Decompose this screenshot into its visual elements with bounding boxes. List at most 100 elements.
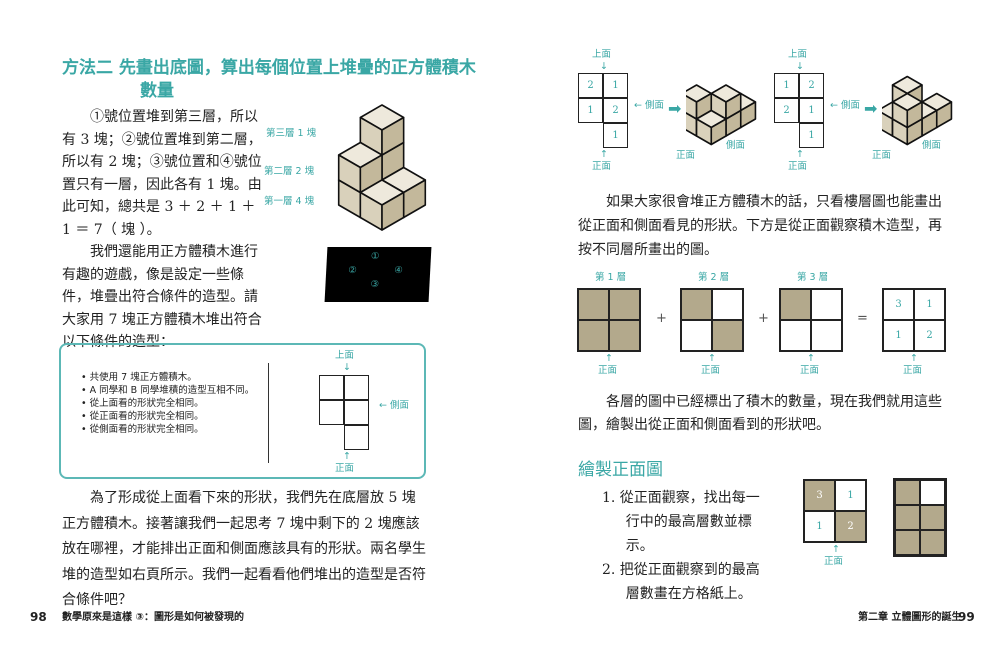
page-number-right: 99 (958, 610, 975, 624)
cube-face (710, 118, 727, 146)
cube-model (686, 84, 757, 146)
label-front: 正面 (598, 365, 618, 376)
cube-face (906, 101, 923, 129)
operator: + (656, 311, 667, 326)
layer-label-1: 第一層 4 塊 (264, 196, 315, 207)
steps-list: 1. 從正面觀察，找出每一行中的最高層數並標示。 2. 把從正面觀察到的最高層數… (602, 486, 772, 606)
label-front-model: 正面 (676, 150, 696, 161)
grid-cell: 1 (799, 98, 824, 123)
heading-front-view: 繪製正面圖 (578, 460, 663, 480)
grid-cell (895, 480, 920, 505)
cube (891, 92, 923, 129)
label-top: 上面 (592, 49, 612, 60)
grid-cell (811, 320, 842, 351)
step-item: 2. 把從正面觀察到的最高層數畫在方格紙上。 (602, 562, 760, 602)
label-front: 正面 (701, 365, 721, 376)
label-front: 正面 (800, 365, 820, 376)
divider (268, 363, 269, 463)
arrow-up-icon: ↑ (832, 544, 840, 555)
paragraph-r2-text: 各層的圖中已經標出了積木的數量，現在我們就用這些圖，繪製出從正面和側面看到的形狀… (578, 394, 942, 433)
grid-cell (920, 480, 945, 505)
label-front: 正面 (903, 365, 923, 376)
section-title-cont: 數量 (140, 81, 174, 101)
grid-cell (780, 289, 811, 320)
grid-cell: 1 (774, 73, 799, 98)
label-side-text: 側面 (389, 400, 409, 411)
grid-cell: 1 (799, 123, 824, 148)
grid-cell: 1 (603, 73, 628, 98)
label-top: 上面 (335, 350, 355, 361)
arrow-up-icon: ↑ (605, 353, 613, 364)
grid-cell (578, 123, 603, 148)
layer-label: 第 1 層 (595, 272, 627, 283)
arrow-right-icon: ➡ (668, 99, 682, 118)
label-top: 上面 (788, 49, 808, 60)
label-side-model: 側面 (922, 140, 942, 151)
grid-cell: 1 (578, 98, 603, 123)
base-plan: ① ② ③ ④ (324, 247, 432, 302)
arrow-right-icon: ➡ (864, 99, 878, 118)
condition-item: 從側面看的形狀完全相同。 (81, 423, 254, 436)
grid-cell: 2 (914, 320, 945, 351)
operator: = (857, 311, 868, 326)
section-title: 方法二 先畫出底圖，算出每個位置上堆疊的正方體積木 (62, 58, 476, 78)
arrow-up-icon: ↑ (708, 353, 716, 364)
page-number-left: 98 (30, 610, 47, 624)
conditions-list: 共使用 7 塊正方體積木。 A 同學和 B 同學堆積的造型互相不同。 從上面看的… (81, 371, 255, 436)
grid-cell (319, 425, 344, 450)
grid-cell (681, 320, 712, 351)
base-pos-2: ② (347, 265, 358, 276)
front-view-grid (893, 478, 947, 557)
paragraph-r1: 如果大家很會堆正方體積木的話，只看樓層圖也能畫出從正面和側面看見的形狀。下方是從… (578, 190, 948, 262)
label-side-model: 側面 (726, 140, 746, 151)
label-front-model: 正面 (872, 150, 892, 161)
layer-label-3: 第三層 1 塊 (266, 128, 317, 139)
base-pos-1: ① (370, 251, 380, 262)
paragraph-3-text: 為了形成從上面看下來的形狀，我們先在底層放 5 塊正方體積木。接著讓我們一起思考… (62, 490, 426, 608)
grid-cell: 2 (835, 511, 866, 542)
arrow-down-icon: ↓ (796, 61, 804, 72)
paragraph-1: ①號位置堆到第三層，所以有 3 塊；②號位置堆到第二層，所以有 2 塊；③號位置… (62, 106, 262, 354)
grid-cell: 2 (799, 73, 824, 98)
grid-cell (681, 289, 712, 320)
grid-cell: 2 (603, 98, 628, 123)
label-front: 正面 (592, 161, 612, 172)
arrow-up-icon: ↑ (343, 451, 351, 462)
grid-cell (344, 425, 369, 450)
grid-cell (920, 530, 945, 555)
layer-label: 第 2 層 (698, 272, 730, 283)
grid-cell (578, 320, 609, 351)
grid-cell: 1 (603, 123, 628, 148)
layer-grid (779, 288, 843, 352)
arrow-up-icon: ↑ (796, 149, 804, 160)
paragraph-r1-text: 如果大家很會堆正方體積木的話，只看樓層圖也能畫出從正面和側面看見的形狀。下方是從… (578, 194, 942, 258)
running-title-right: 第二章 立體圖形的誕生 (858, 612, 962, 623)
grid-cell (920, 505, 945, 530)
grid-cell (344, 375, 369, 400)
conditions-box: 共使用 7 塊正方體積木。 A 同學和 B 同學堆積的造型互相不同。 從上面看的… (59, 343, 426, 479)
arrow-up-icon: ↑ (807, 353, 815, 364)
grid-cell: 2 (578, 73, 603, 98)
paragraph-r2: 各層的圖中已經標出了積木的數量，現在我們就用這些圖，繪製出從正面和側面看到的形狀… (578, 391, 950, 437)
cube (359, 179, 405, 231)
grid-cell: 1 (804, 511, 835, 542)
grid-cell: 1 (883, 320, 914, 351)
layer-label: 第 3 層 (797, 272, 829, 283)
cube-model (882, 75, 953, 146)
label-front: 正面 (788, 161, 808, 172)
grid-cell: 2 (774, 98, 799, 123)
label-front: 正面 (335, 463, 355, 474)
grid-cell (319, 400, 344, 425)
paragraph-3: 為了形成從上面看下來的形狀，我們先在底層放 5 塊正方體積木。接著讓我們一起思考… (62, 486, 428, 614)
paragraph-1-text: ①號位置堆到第三層，所以有 3 塊；②號位置堆到第二層，所以有 2 塊；③號位置… (62, 109, 262, 238)
grid-cell (774, 123, 799, 148)
grid-cell (712, 320, 743, 351)
grid-cell: 1 (835, 480, 866, 511)
grid-cell (609, 289, 640, 320)
